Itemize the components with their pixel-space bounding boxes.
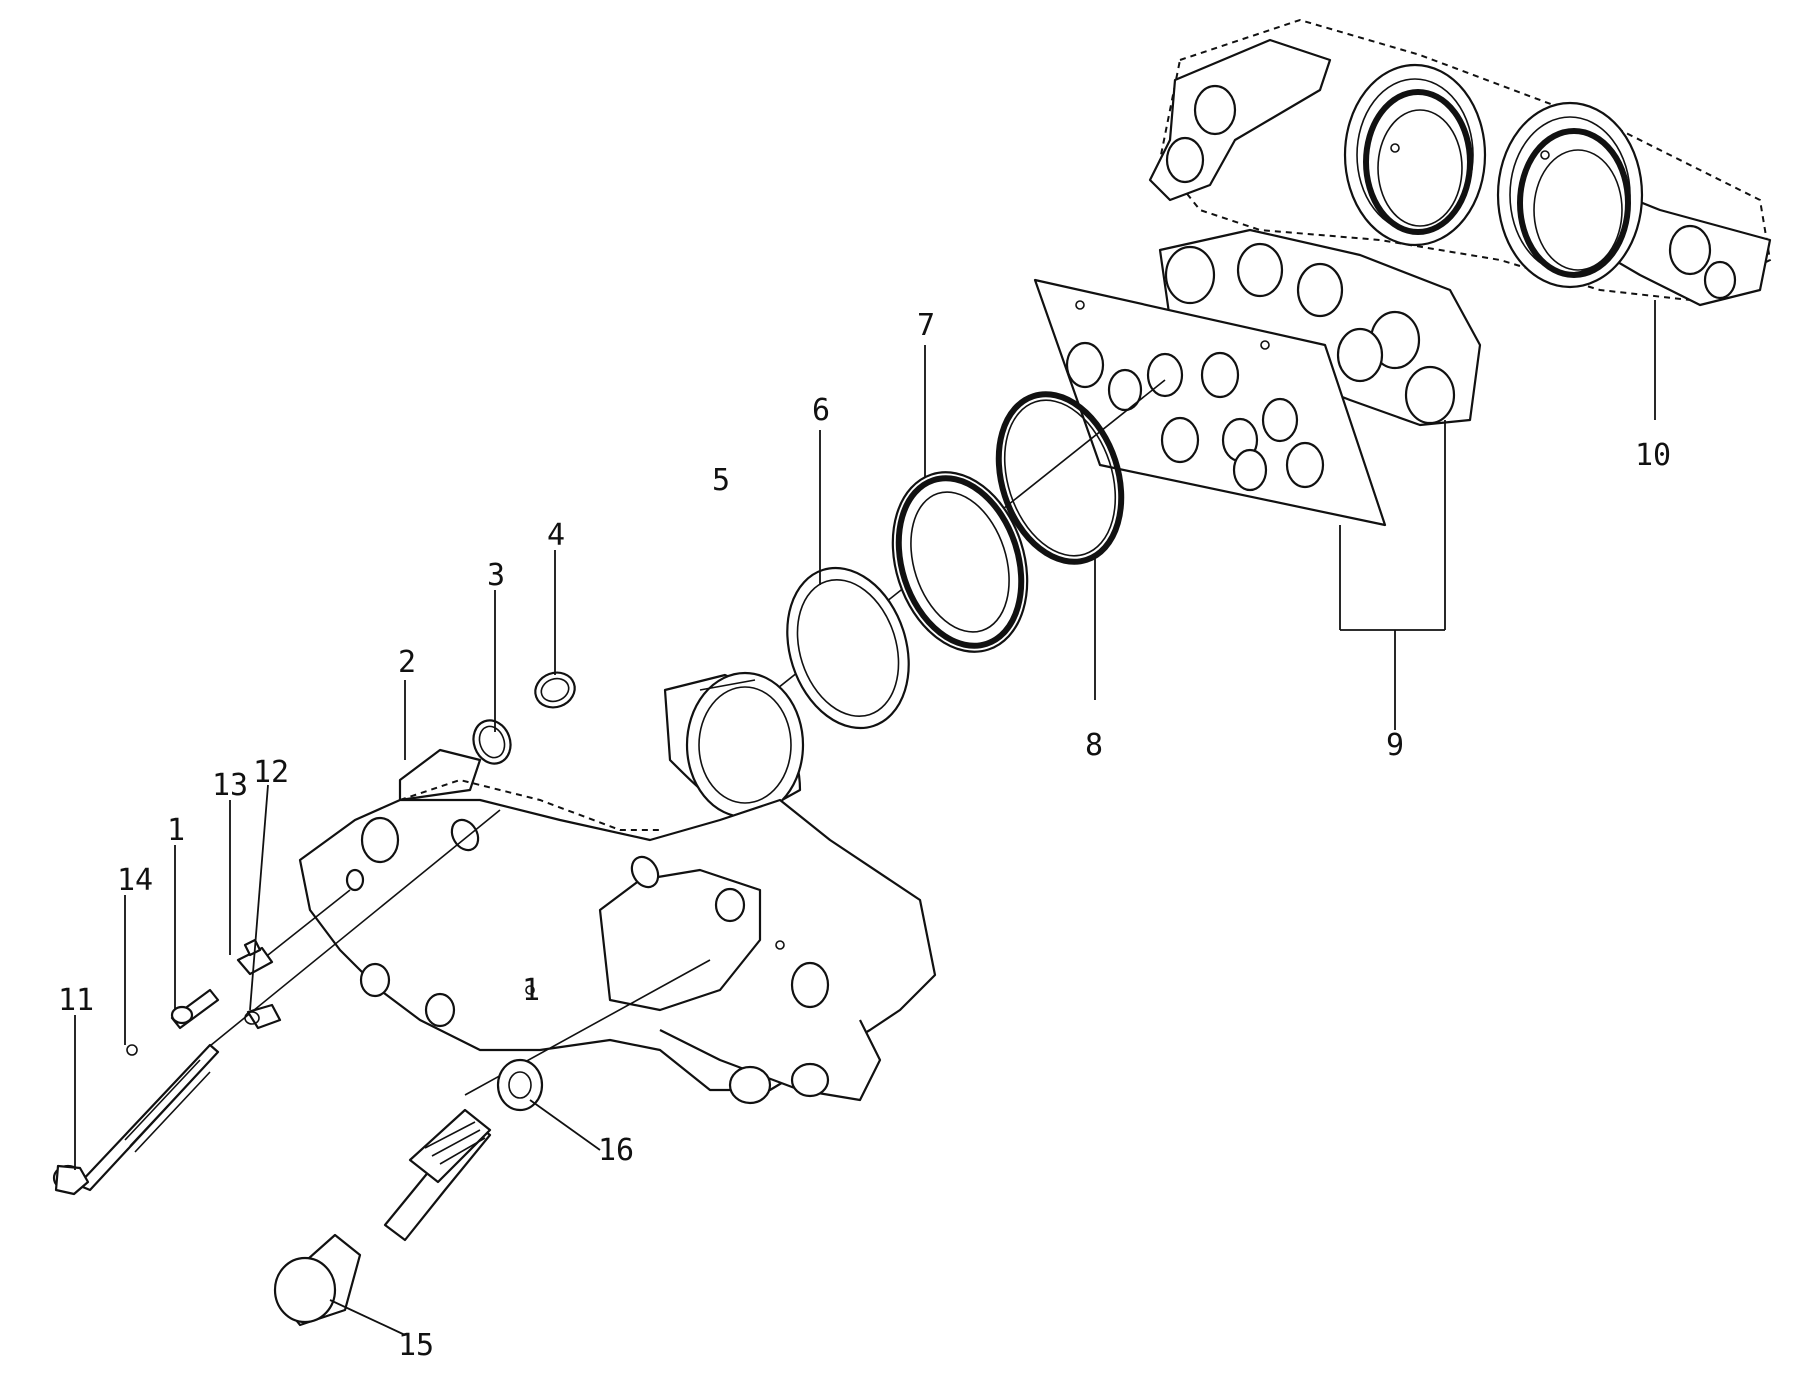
label-11: 11 — [58, 983, 94, 1018]
caliper-housing-outer — [1148, 18, 1772, 307]
caliper-housing-inner — [298, 748, 937, 1105]
label-14: 14 — [117, 863, 153, 898]
piston-ring-6 — [786, 566, 910, 730]
seal-ring-8 — [995, 391, 1125, 565]
label-3: 3 — [487, 558, 505, 593]
long-bolt — [52, 809, 501, 1196]
label-12: 12 — [253, 755, 289, 790]
bleeder-cap-14 — [126, 1044, 138, 1056]
label-2: 2 — [398, 645, 416, 680]
leader-lines — [74, 300, 1656, 1336]
label-9: 9 — [1386, 728, 1404, 763]
label-7: 7 — [917, 308, 935, 343]
label-5: 5 — [712, 463, 730, 498]
brake-pad-plate — [1033, 278, 1387, 527]
label-4: 4 — [547, 518, 565, 553]
banjo-bolt — [273, 959, 711, 1327]
small-ring-4 — [534, 671, 576, 709]
label-1-bleeder: 1 — [167, 813, 185, 848]
label-15: 15 — [398, 1328, 434, 1363]
label-13: 13 — [212, 768, 248, 803]
label-6: 6 — [812, 393, 830, 428]
callout-labels: 2 3 4 5 6 7 8 9 10 11 12 13 14 1 16 15 1 — [58, 308, 1671, 1363]
dust-boot-7 — [891, 471, 1029, 653]
washer-16 — [496, 1058, 544, 1112]
small-ring-3 — [472, 719, 512, 765]
label-10: 10 — [1635, 438, 1671, 473]
piston — [663, 671, 805, 819]
label-8: 8 — [1085, 728, 1103, 763]
label-1: 1 — [522, 973, 540, 1008]
housing-bore-right — [1496, 101, 1644, 289]
brake-pad-backing — [1158, 228, 1482, 427]
housing-bore-left — [1343, 63, 1487, 247]
label-16: 16 — [598, 1133, 634, 1168]
